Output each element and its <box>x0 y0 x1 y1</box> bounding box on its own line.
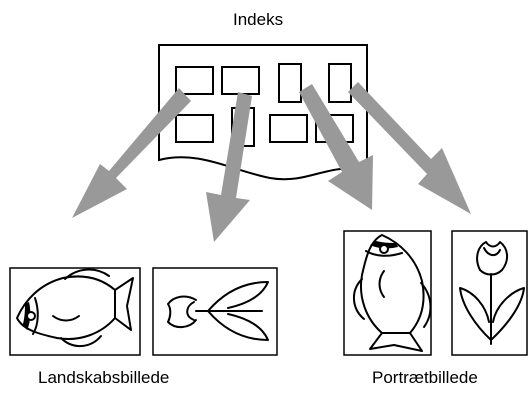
index-label: Indeks <box>233 10 284 29</box>
portrait-label: Portrætbillede <box>372 368 478 387</box>
portrait-fish-photo <box>343 230 432 356</box>
arrow-to-portrait-fish <box>299 84 373 210</box>
fish-icon <box>16 268 134 347</box>
index-thumbnail <box>175 66 214 95</box>
index-thumbnail <box>221 66 260 95</box>
tulip-icon <box>459 241 525 345</box>
fish-icon <box>353 234 432 352</box>
tulip-icon <box>167 281 269 341</box>
portrait-flower-photo <box>451 230 528 356</box>
arrow-to-landscape-fish <box>72 88 191 218</box>
landscape-fish-photo <box>9 267 141 356</box>
arrow-to-landscape-flower <box>206 92 252 242</box>
arrow-to-portrait-flower <box>348 82 471 214</box>
index-thumbnail <box>269 114 308 143</box>
landscape-flower-photo <box>152 267 278 356</box>
index-thumbnail <box>328 63 352 103</box>
landscape-label: Landskabsbillede <box>38 368 170 387</box>
index-thumbnail <box>175 114 214 143</box>
index-thumbnail <box>278 63 302 103</box>
